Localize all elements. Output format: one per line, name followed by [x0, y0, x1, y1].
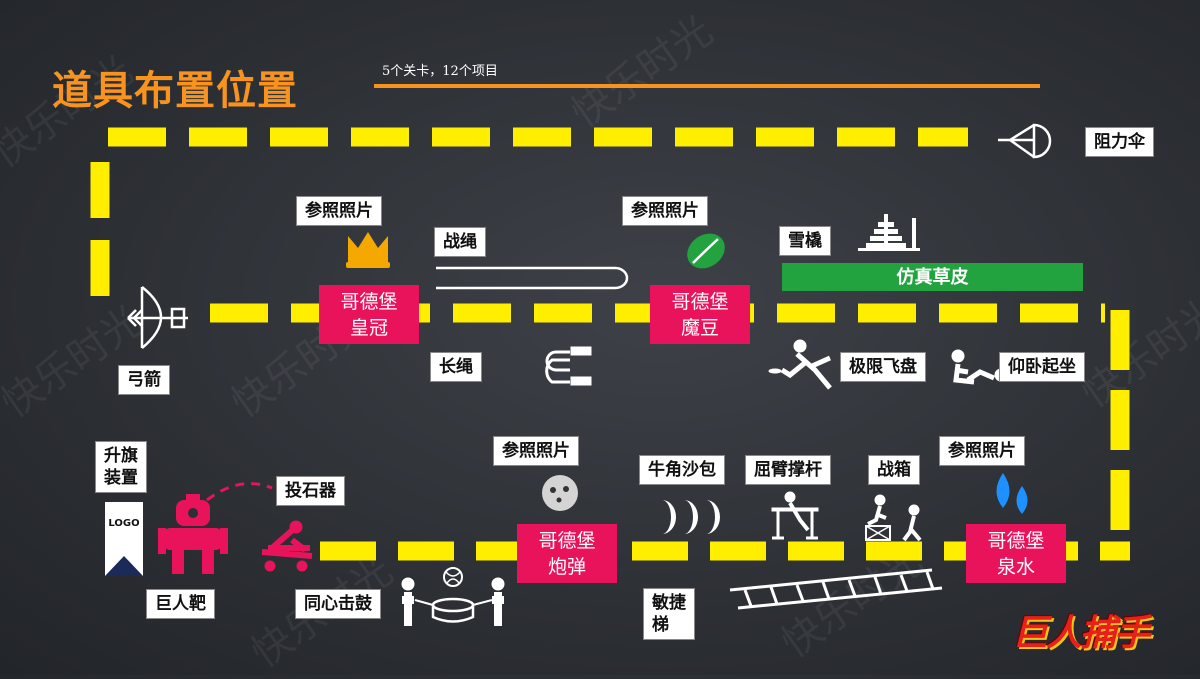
label-sandbag: 牛角沙包 — [639, 455, 725, 485]
water-drops-icon — [996, 473, 1028, 514]
station-spring-label: 哥德堡 泉水 — [987, 529, 1045, 578]
station-bean-label: 哥德堡 魔豆 — [671, 290, 729, 339]
label-flag: 升旗 装置 — [95, 441, 147, 493]
robot-target-icon — [158, 494, 228, 574]
turf-label: 仿真草皮 — [896, 267, 969, 288]
logo-sign-text: LOGO — [108, 518, 140, 529]
sandbag-icon — [662, 500, 720, 534]
label-catapult: 投石器 — [276, 476, 345, 506]
throw-arc — [206, 482, 273, 502]
photo-label-bean: 参照照片 — [622, 196, 708, 226]
drum-team-icon — [401, 567, 505, 626]
label-bow: 弓箭 — [118, 365, 170, 395]
parachute-icon — [998, 123, 1052, 159]
station-crown: 哥德堡 皇冠 — [319, 285, 419, 344]
brand-logo: 巨人捕手 — [1012, 613, 1150, 654]
track-path — [90, 127, 1130, 561]
page-title: 道具布置位置 — [52, 68, 298, 114]
bow-arrow-icon — [127, 286, 188, 349]
station-shell: 哥德堡 炮弹 — [517, 524, 617, 583]
label-parachute: 阻力伞 — [1085, 127, 1154, 157]
label-sled: 雪橇 — [779, 226, 831, 256]
coffee-bean-icon — [687, 233, 725, 269]
label-box: 战箱 — [868, 455, 920, 485]
label-long-rope: 长绳 — [430, 352, 482, 382]
catapult-icon — [261, 520, 313, 572]
label-giant-target: 巨人靶 — [146, 589, 215, 619]
turf-strip — [782, 263, 1083, 291]
label-frisbee: 极限飞盘 — [840, 352, 926, 382]
crown-icon — [346, 232, 390, 268]
page-subtitle: 5个关卡，12个项目 — [382, 64, 498, 79]
box-jump-icon — [865, 494, 922, 542]
flag-device-icon — [105, 502, 143, 576]
label-pushup: 屈臂撑杆 — [745, 455, 831, 485]
photo-label-spring: 参照照片 — [939, 436, 1025, 466]
long-rope-icon — [545, 346, 592, 386]
photo-label-shell: 参照照片 — [493, 436, 579, 466]
label-battle-rope: 战绳 — [434, 227, 486, 257]
station-crown-label: 哥德堡 皇冠 — [340, 290, 398, 339]
station-shell-label: 哥德堡 炮弹 — [538, 529, 596, 578]
battle-rope-icon — [436, 266, 629, 290]
sled-icon — [858, 214, 920, 251]
agility-ladder-icon — [729, 568, 943, 610]
frisbee-player-icon — [768, 339, 832, 390]
station-bean: 哥德堡 魔豆 — [650, 285, 750, 344]
cannonball-icon — [542, 475, 578, 511]
label-agility: 敏捷 梯 — [643, 588, 695, 640]
title-underline — [374, 84, 1040, 88]
label-situp: 仰卧起坐 — [999, 352, 1085, 382]
station-spring: 哥德堡 泉水 — [966, 524, 1066, 583]
pushup-bar-icon — [771, 491, 819, 540]
label-drum: 同心击鼓 — [295, 589, 381, 619]
photo-label-crown: 参照照片 — [296, 196, 382, 226]
